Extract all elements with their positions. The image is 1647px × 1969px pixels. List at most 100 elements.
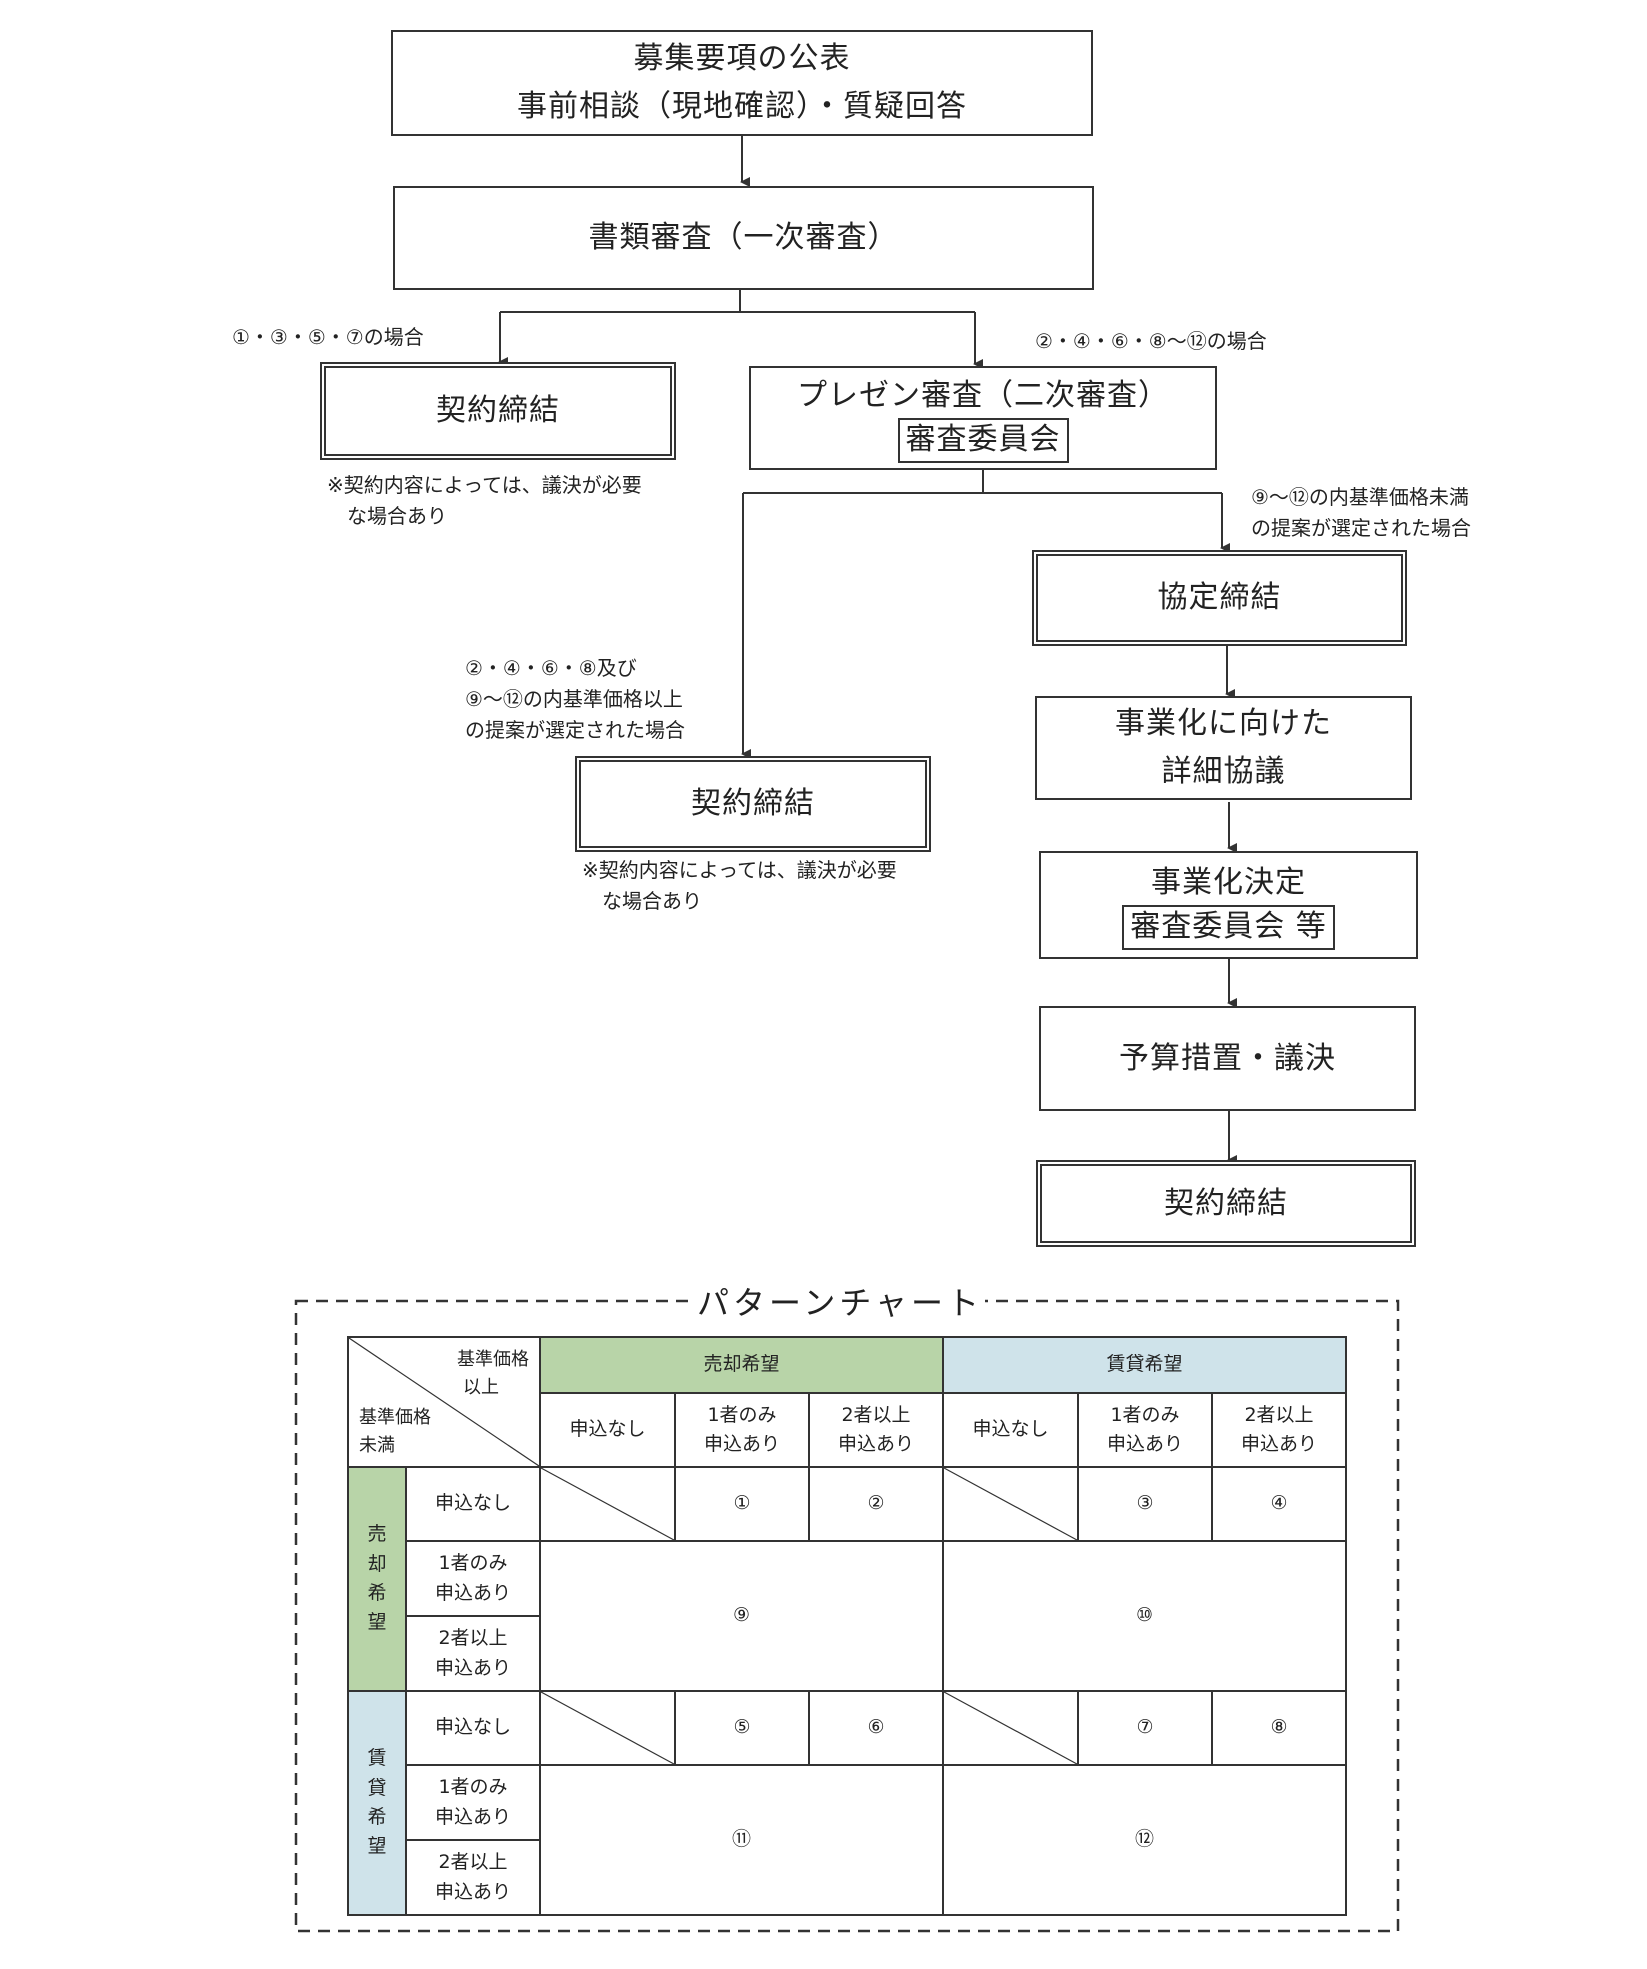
contract-box-middle: 契約締結 bbox=[575, 756, 931, 852]
row-group-char: 望 bbox=[367, 1835, 387, 1858]
corner-below-line-1: 基準価格 bbox=[359, 1407, 431, 1429]
presentation-label: プレゼン審査（二次審査） bbox=[797, 378, 1169, 414]
document-review-box: 書類審査（一次審査） bbox=[393, 186, 1094, 290]
contract-box-final: 契約締結 bbox=[1036, 1160, 1416, 1247]
col-two-line-1: 2者以上 bbox=[438, 1851, 508, 1874]
pattern-11-cell: ⑪ bbox=[539, 1764, 944, 1916]
col-two-line-1: 2者以上 bbox=[841, 1403, 911, 1426]
mid-branch-line-2: ⑨～⑫の内基準価格以上 bbox=[465, 687, 683, 711]
contract-label: 契約締結 bbox=[691, 786, 815, 821]
pattern-9-cell: ⑨ bbox=[539, 1540, 944, 1692]
corner-below-line-2: 未満 bbox=[359, 1435, 395, 1457]
col-one-line-1: 1者のみ bbox=[707, 1403, 777, 1426]
note-line-2: な場合あり bbox=[347, 504, 447, 528]
col-two-line-2: 申込あり bbox=[434, 1656, 511, 1679]
col-two-line-1: 2者以上 bbox=[438, 1627, 508, 1650]
publication-box: 募集要項の公表 事前相談（現地確認）・質疑回答 bbox=[391, 30, 1093, 136]
pattern-3-cell: ③ bbox=[1077, 1466, 1213, 1542]
document-review-label: 書類審査（一次審査） bbox=[588, 220, 899, 255]
row-sale-none: 申込なし bbox=[405, 1466, 541, 1542]
detail-discussion-box: 事業化に向けた 詳細協議 bbox=[1035, 696, 1412, 800]
row-sale-one: 1者のみ申込あり bbox=[405, 1540, 541, 1617]
pattern-1-cell: ① bbox=[674, 1466, 810, 1542]
col-two-line-2: 申込あり bbox=[837, 1433, 914, 1455]
col-one-line-2: 申込あり bbox=[703, 1433, 780, 1455]
col-sale-none: 申込なし bbox=[539, 1392, 676, 1468]
contract-label: 契約締結 bbox=[436, 393, 560, 428]
corner-above-line-2: 以上 bbox=[463, 1376, 499, 1398]
col-one-line-1: 1者のみ bbox=[438, 1776, 508, 1799]
publication-label: 募集要項の公表 bbox=[633, 41, 851, 76]
diagonal-empty-cell bbox=[539, 1466, 676, 1542]
row-group-char: 賃 bbox=[367, 1747, 387, 1770]
contract-box-left: 契約締結 bbox=[320, 362, 676, 460]
col-one-line-1: 1者のみ bbox=[1110, 1403, 1180, 1426]
contract-label: 契約締結 bbox=[1164, 1185, 1288, 1221]
business-decision-box: 事業化決定 審査委員会 等 bbox=[1039, 851, 1418, 959]
row-group-sale: 売 却 希 望 bbox=[347, 1466, 407, 1692]
branch-right-label: ②・④・⑥・⑧～⑫の場合 bbox=[1035, 329, 1267, 353]
corner-above-line-1: 基準価格 bbox=[457, 1349, 529, 1370]
pattern-7-cell: ⑦ bbox=[1077, 1690, 1213, 1766]
row-lease-one: 1者のみ申込あり bbox=[405, 1764, 541, 1841]
col-two-line-1: 2者以上 bbox=[1244, 1403, 1314, 1426]
budget-label: 予算措置・議決 bbox=[1119, 1040, 1336, 1076]
pattern-6-cell: ⑥ bbox=[808, 1690, 944, 1766]
detail-line-2: 詳細協議 bbox=[1161, 754, 1286, 789]
pattern-chart-title: パターンチャート bbox=[695, 1278, 985, 1324]
corner-below-label: 基準価格 未満 bbox=[359, 1404, 431, 1460]
decision-line-1: 事業化決定 bbox=[1151, 865, 1306, 901]
branch-left-label: ①・③・⑤・⑦の場合 bbox=[232, 325, 424, 349]
row-group-lease: 賃 貸 希 望 bbox=[347, 1690, 407, 1916]
contract-note-left: ※契約内容によっては、議決が必要 な場合あり bbox=[327, 470, 642, 532]
consultation-label: 事前相談（現地確認）・質疑回答 bbox=[517, 89, 967, 124]
row-group-char: 売 bbox=[367, 1523, 387, 1546]
committee-label: 審査委員会 bbox=[897, 418, 1069, 463]
corner-header: 基準価格 以上 基準価格 未満 bbox=[347, 1336, 541, 1468]
corner-above-label: 基準価格 以上 bbox=[457, 1346, 529, 1402]
budget-box: 予算措置・議決 bbox=[1039, 1006, 1416, 1111]
col-one-line-2: 申込あり bbox=[434, 1581, 511, 1604]
row-group-char: 希 bbox=[367, 1582, 387, 1604]
presentation-review-box: プレゼン審査（二次審査） 審査委員会 bbox=[749, 366, 1217, 470]
note-line-2: な場合あり bbox=[602, 889, 702, 913]
col-two-line-2: 申込あり bbox=[434, 1880, 511, 1903]
pattern-10-cell: ⑩ bbox=[942, 1540, 1347, 1692]
right-branch-line-2: の提案が選定された場合 bbox=[1251, 516, 1471, 540]
row-sale-two: 2者以上申込あり bbox=[405, 1615, 541, 1692]
col-lease-one: 1者のみ申込あり bbox=[1077, 1392, 1213, 1468]
header-sale: 売却希望 bbox=[539, 1336, 944, 1394]
contract-note-middle: ※契約内容によっては、議決が必要 な場合あり bbox=[582, 855, 897, 917]
pattern-2-cell: ② bbox=[808, 1466, 944, 1542]
agreement-label: 協定締結 bbox=[1157, 580, 1282, 615]
mid-branch-line-1: ②・④・⑥・⑧及び bbox=[465, 656, 637, 680]
decision-line-2: 審査委員会 等 bbox=[1122, 905, 1335, 950]
col-sale-one: 1者のみ申込あり bbox=[674, 1392, 810, 1468]
col-one-line-2: 申込あり bbox=[1106, 1433, 1183, 1455]
diagonal-empty-cell bbox=[942, 1690, 1079, 1766]
row-lease-none: 申込なし bbox=[405, 1690, 541, 1766]
header-lease: 賃貸希望 bbox=[942, 1336, 1347, 1394]
col-one-line-1: 1者のみ bbox=[438, 1552, 508, 1575]
row-lease-two: 2者以上申込あり bbox=[405, 1839, 541, 1916]
row-group-char: 却 bbox=[367, 1552, 387, 1575]
col-lease-two: 2者以上申込あり bbox=[1211, 1392, 1347, 1468]
col-one-line-2: 申込あり bbox=[434, 1805, 511, 1828]
col-sale-two: 2者以上申込あり bbox=[808, 1392, 944, 1468]
right-branch-line-1: ⑨～⑫の内基準価格未満 bbox=[1251, 485, 1469, 509]
row-group-char: 貸 bbox=[367, 1776, 387, 1799]
row-group-char: 希 bbox=[367, 1806, 387, 1828]
diagonal-empty-cell bbox=[539, 1690, 676, 1766]
pattern-5-cell: ⑤ bbox=[674, 1690, 810, 1766]
col-two-line-2: 申込あり bbox=[1240, 1433, 1317, 1455]
pattern-8-cell: ⑧ bbox=[1211, 1690, 1347, 1766]
pattern-4-cell: ④ bbox=[1211, 1466, 1347, 1542]
note-line-1: ※契約内容によっては、議決が必要 bbox=[327, 473, 642, 497]
agreement-box: 協定締結 bbox=[1032, 550, 1407, 646]
mid-branch-line-3: の提案が選定された場合 bbox=[465, 718, 685, 742]
mid-branch-label: ②・④・⑥・⑧及び ⑨～⑫の内基準価格以上 の提案が選定された場合 bbox=[465, 653, 685, 746]
pattern-chart-table: 基準価格 以上 基準価格 未満 売却希望 賃貸希望 申込なし 1者のみ申込あり … bbox=[347, 1336, 1347, 1916]
note-line-1: ※契約内容によっては、議決が必要 bbox=[582, 858, 897, 882]
row-group-char: 望 bbox=[367, 1611, 387, 1634]
col-lease-none: 申込なし bbox=[942, 1392, 1079, 1468]
